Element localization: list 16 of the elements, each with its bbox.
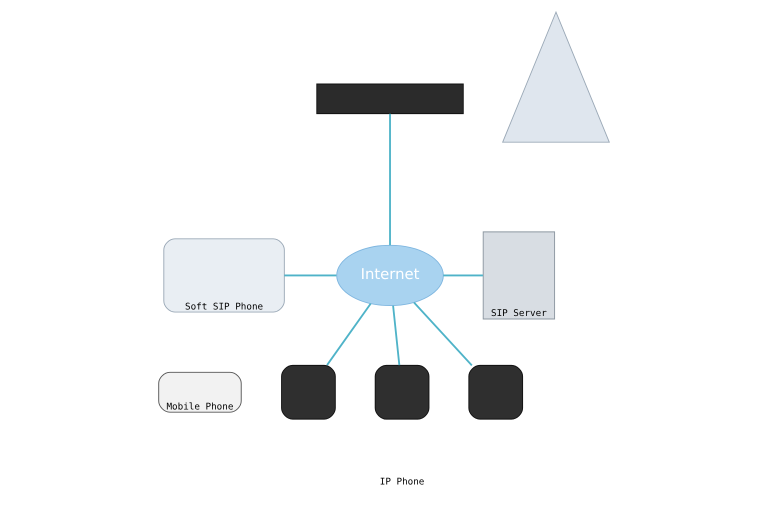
node-box — [281, 364, 336, 420]
node-triangle — [502, 10, 610, 143]
node-box: Mobile Phone — [158, 372, 242, 413]
node-box: Soft SIP Phone — [163, 238, 285, 313]
connector — [392, 306, 400, 366]
connector — [326, 303, 372, 366]
node-box — [316, 84, 464, 114]
label: IP Phone — [380, 476, 424, 488]
connector — [443, 274, 483, 276]
connector — [284, 274, 336, 276]
node-ellipse: Internet — [336, 244, 444, 306]
connector — [389, 114, 391, 246]
node-box — [468, 364, 524, 420]
node-box: SIP Server — [482, 231, 556, 320]
connector — [413, 302, 472, 366]
node-box — [374, 364, 430, 420]
